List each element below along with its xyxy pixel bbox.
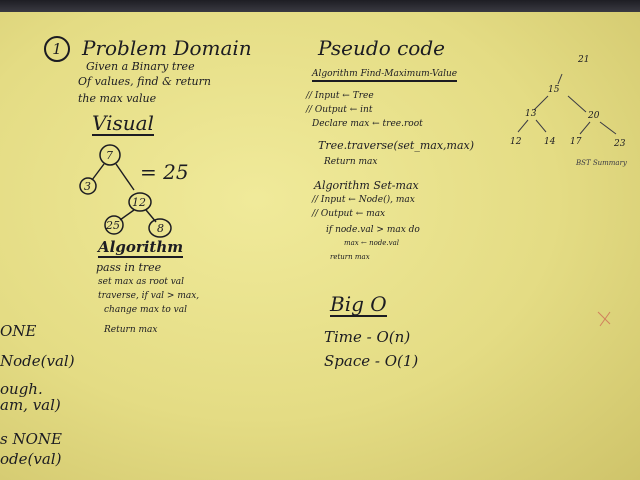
problem-line-1: Given a Binary tree (86, 60, 195, 73)
alg2-line-5: return max (330, 253, 370, 261)
algorithm-title: Algorithm (98, 238, 184, 258)
bst-label-20: 20 (587, 111, 600, 121)
tree-diagram: 7 3 12 25 8 21 15 20 13 17 23 12 14 (79, 55, 626, 327)
board-frame (0, 0, 640, 12)
alg2-title: Algorithm Set-max (314, 179, 419, 192)
left-edge-line-3: ough. (0, 380, 43, 398)
bst-edges (517, 73, 617, 135)
bst-label-15: 15 (548, 85, 560, 95)
algorithm-line-5: Return max (104, 325, 158, 335)
tree-label-right-right: 8 (157, 222, 164, 235)
algorithm-line-1: pass in tree (96, 261, 162, 274)
alg2-line-1: // Input ← Node(), max (312, 195, 415, 205)
alg2-line-2: // Output ← max (312, 209, 386, 219)
tree-label-right: 12 (132, 196, 146, 209)
tree-label-root: 7 (106, 149, 113, 162)
tree-edges (91, 163, 157, 223)
bst-label-12: 12 (510, 137, 522, 147)
problem-line-2: Of values, find & return (78, 75, 211, 88)
alg2-line-4: max ← node.val (344, 239, 400, 247)
alg1-line-2: // Output ← int (306, 105, 373, 115)
algorithm-line-4: change max to val (104, 305, 188, 315)
bst-label-14: 14 (544, 137, 556, 147)
tree-node-right-left (104, 215, 124, 235)
alg1-line-3: Declare max ← tree.root (312, 119, 423, 129)
left-edge-line-2: Node(val) (0, 352, 75, 370)
left-edge-line-6: ode(val) (0, 450, 62, 468)
tree-node-right (128, 192, 152, 212)
tree-node-right-right (148, 218, 172, 238)
whiteboard: 1 Problem Domain Given a Binary tree Of … (0, 12, 640, 480)
problem-number: 1 (44, 36, 70, 62)
tree-node-left (79, 177, 97, 195)
alg1-line-4: Tree.traverse(set_max,max) (318, 139, 475, 152)
bst-label-21: 21 (577, 55, 589, 65)
tree-node-root (99, 144, 121, 166)
alg1-line-5: Return max (324, 157, 378, 167)
problem-title: Problem Domain (82, 36, 252, 60)
alg1-line-1: // Input ← Tree (306, 91, 374, 101)
big-o-time: Time - O(n) (324, 328, 411, 346)
alg2-line-3: if node.val > max do (326, 225, 420, 235)
bst-label-13: 13 (525, 109, 537, 119)
visual-title: Visual (92, 111, 154, 136)
bst-label-23: 23 (613, 139, 626, 149)
bst-caption: BST Summary (576, 159, 627, 167)
left-edge-line-5: s NONE (0, 430, 62, 448)
big-o-space: Space - O(1) (324, 352, 419, 370)
alg1-title: Algorithm Find-Maximum-Value (312, 70, 458, 82)
algorithm-line-2: set max as root val (98, 277, 185, 287)
visual-equals: = 25 (140, 160, 189, 184)
big-o-title: Big O (330, 292, 387, 317)
problem-line-3: the max value (78, 92, 157, 105)
bst-label-17: 17 (570, 137, 582, 147)
tree-label-left: 3 (84, 180, 91, 193)
pseudo-title: Pseudo code (318, 36, 445, 60)
left-edge-line-4: am, val) (0, 396, 61, 414)
algorithm-line-3: traverse, if val > max, (98, 291, 200, 301)
red-mark (597, 311, 611, 327)
tree-label-right-left: 25 (105, 219, 120, 232)
left-edge-line-1: ONE (0, 322, 37, 340)
